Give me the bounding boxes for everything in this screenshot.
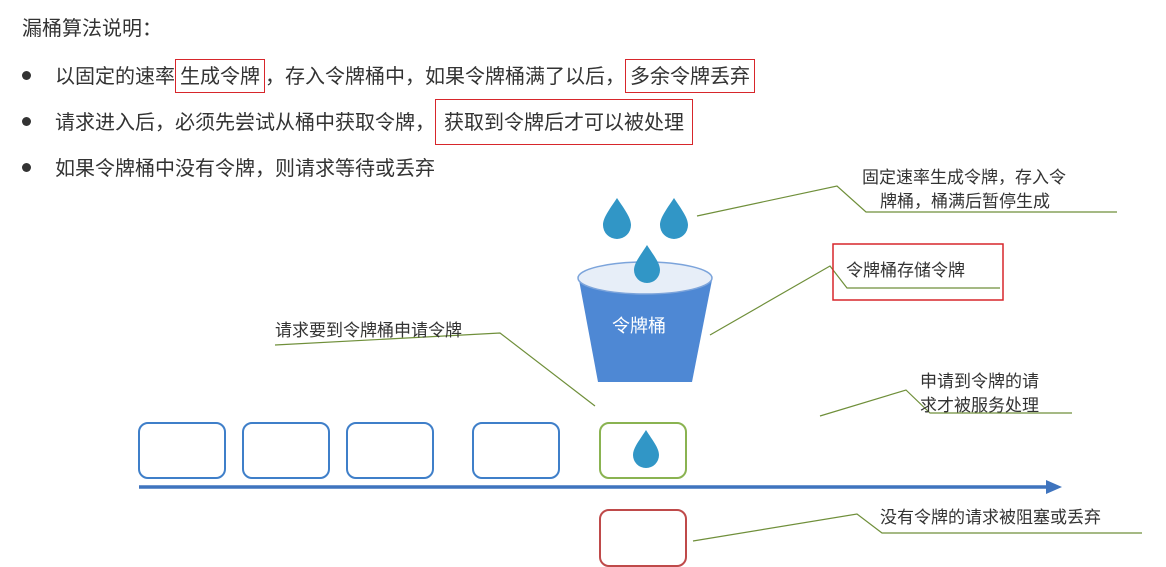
bullet-2-pre: 请求进入后，必须先尝试从桶中获取令牌，: [55, 110, 435, 134]
annotation-request: 请求要到令牌桶申请令牌: [275, 321, 462, 341]
bullet-dot-icon: [22, 71, 31, 80]
annotation-served: 申请到令牌的请 求才被服务处理: [920, 370, 1039, 418]
leader-line-served: [819, 389, 1072, 417]
bullet-1-pre: 以固定的速率: [55, 64, 175, 88]
bucket-label: 令牌桶: [612, 316, 666, 337]
bullet-1: 以固定的速率生成令牌，存入令牌桶中，如果令牌桶满了以后，多余令牌丢弃: [22, 59, 755, 93]
bullet-3-text: 如果令牌桶中没有令牌，则请求等待或丢弃: [55, 156, 435, 180]
bullet-2-highlight: 获取到令牌后才可以被处理: [435, 99, 693, 145]
request-box: [138, 422, 226, 479]
blocked-request-box: [599, 509, 687, 567]
token-drop-icon: [634, 245, 660, 283]
bullet-dot-icon: [22, 117, 31, 126]
token-drop-icon: [633, 430, 659, 468]
annotation-generate-line1: 固定速率生成令牌，存入令: [862, 168, 1066, 188]
bullet-1-mid: ，存入令牌桶中，如果令牌桶满了以后，: [265, 64, 625, 88]
annotation-generate: 固定速率生成令牌，存入令 牌桶，桶满后暂停生成: [862, 166, 1066, 214]
bullet-3: 如果令牌桶中没有令牌，则请求等待或丢弃: [22, 152, 435, 181]
store-annotation-highlight: [832, 243, 1004, 301]
bullet-dot-icon: [22, 163, 31, 172]
request-box: [242, 422, 330, 479]
annotation-blocked: 没有令牌的请求被阻塞或丢弃: [880, 508, 1101, 528]
request-box: [472, 422, 560, 479]
bucket-icon: [579, 280, 712, 382]
token-drop-icon: [660, 198, 688, 239]
annotation-served-line1: 申请到令牌的请: [920, 372, 1039, 392]
bullet-1-highlight-1: 生成令牌: [175, 59, 265, 93]
token-drop-icon: [603, 198, 631, 239]
leader-line-store: [709, 265, 1000, 336]
annotation-generate-line2: 牌桶，桶满后暂停生成: [880, 192, 1050, 212]
leader-line-blocked: [692, 513, 1142, 542]
leader-line-request: [274, 332, 596, 407]
request-box: [346, 422, 434, 479]
annotation-served-line2: 求才被服务处理: [920, 396, 1039, 416]
leader-line-generate: [696, 185, 1117, 217]
bullet-2: 请求进入后，必须先尝试从桶中获取令牌，获取到令牌后才可以被处理: [22, 99, 693, 145]
arrow-icon: [1046, 480, 1062, 494]
annotation-store: 令牌桶存储令牌: [846, 261, 965, 281]
bullet-1-highlight-2: 多余令牌丢弃: [625, 59, 755, 93]
page-title: 漏桶算法说明：: [22, 16, 162, 40]
